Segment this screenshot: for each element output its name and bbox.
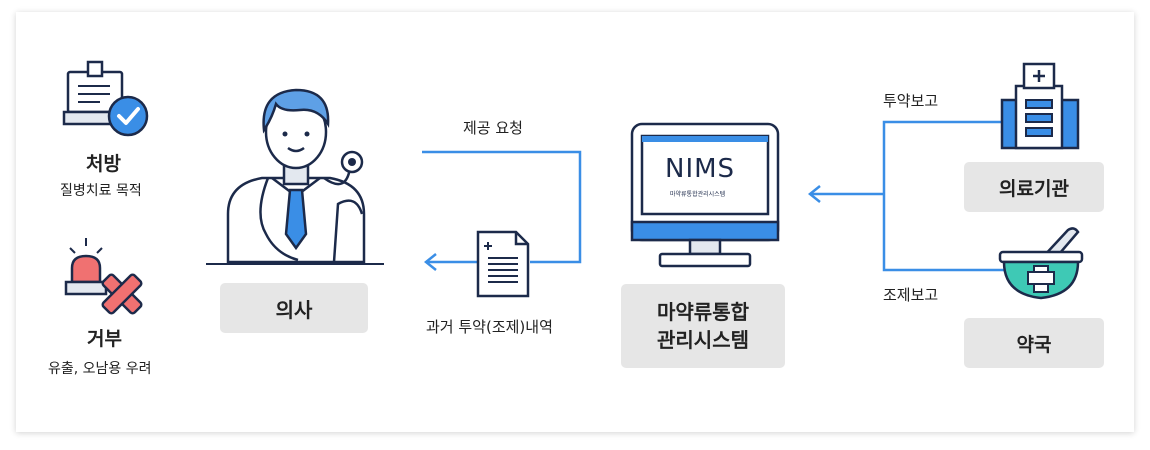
admin-report-label: 투약보고: [883, 92, 939, 110]
system-label-line1: 마약류통합: [657, 300, 749, 324]
nims-logo: NIMS: [665, 154, 736, 184]
history-label: 과거 투약(조제)내역: [426, 318, 553, 336]
monitor-icon: [630, 122, 780, 268]
system-label-line2: 관리시스템: [657, 328, 749, 352]
doctor-label: 의사: [220, 283, 368, 333]
hospital-icon: [1000, 62, 1080, 150]
nims-screen-subtitle: 마약류통합관리시스템: [670, 191, 726, 198]
pharmacy-label: 약국: [964, 318, 1104, 368]
doctor-icon: [226, 88, 366, 264]
dispense-report-label: 조제보고: [883, 286, 939, 304]
prescription-document-icon: [62, 60, 149, 137]
desk-line: [206, 263, 384, 265]
diagram-card: [16, 12, 1134, 432]
refusal-title: 거부: [87, 328, 122, 350]
refusal-subtitle: 유출, 오남용 우려: [48, 361, 152, 377]
pharmacy-mortar-icon: [998, 227, 1084, 300]
history-document-icon: [476, 230, 530, 298]
prescription-title: 처방: [86, 153, 121, 175]
request-label: 제공 요청: [463, 119, 523, 137]
hospital-label: 의료기관: [964, 162, 1104, 212]
system-label: 마약류통합 관리시스템: [621, 284, 785, 368]
alarm-refusal-icon: [64, 238, 143, 315]
prescription-subtitle: 질병치료 목적: [60, 183, 142, 199]
